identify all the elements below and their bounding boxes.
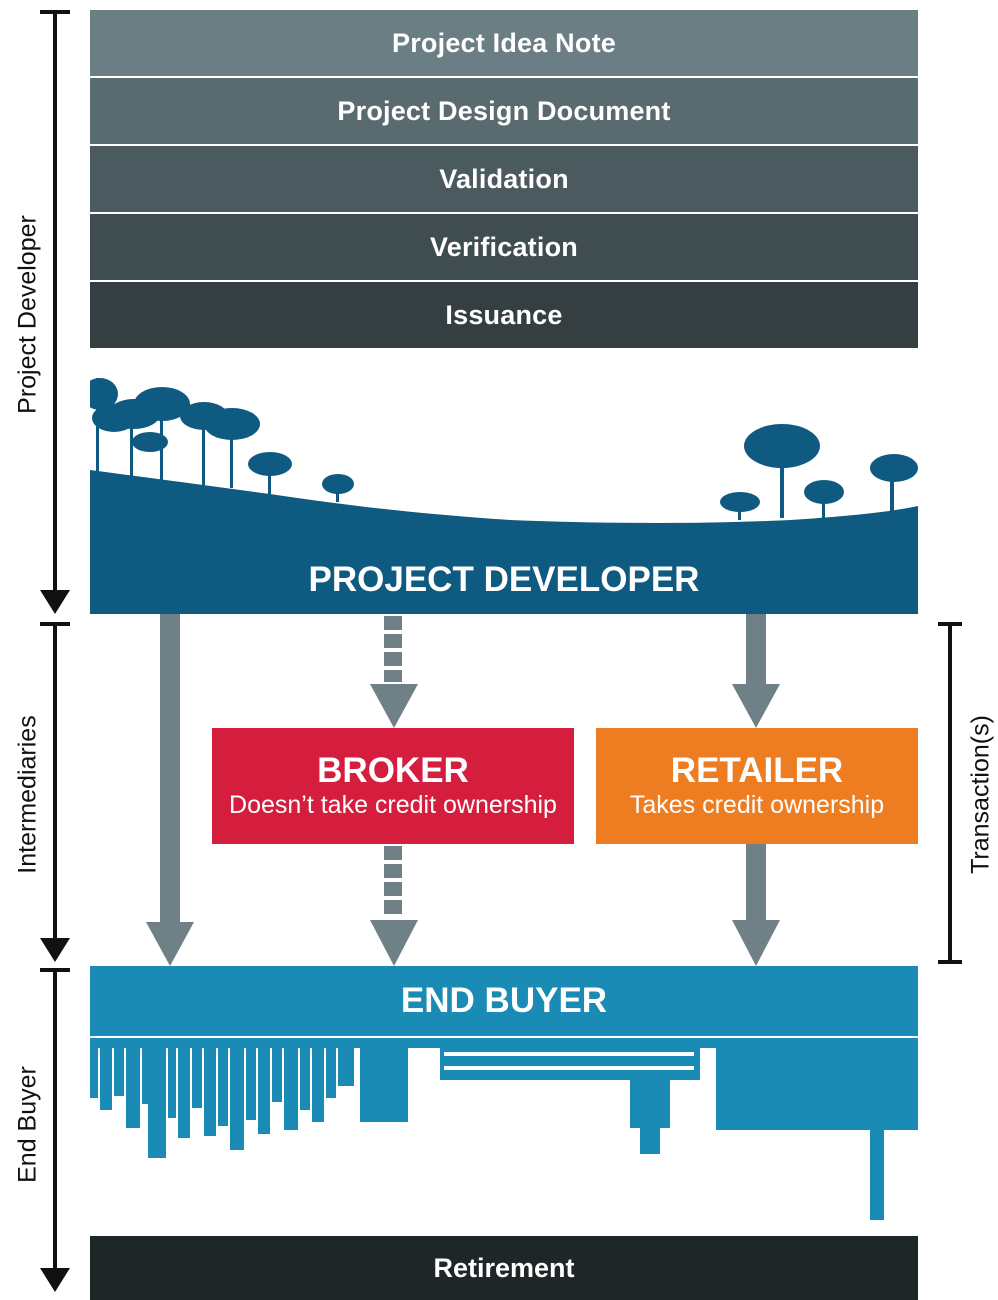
end-buyer-arrow-head: [40, 1268, 70, 1292]
intermediaries-arrow-head: [40, 938, 70, 962]
stage-project-design-document: Project Design Document: [90, 78, 918, 144]
retailer-subtitle: Takes credit ownership: [629, 791, 885, 819]
project-developer-arrow-head: [40, 590, 70, 614]
broker-subtitle: Doesn’t take credit ownership: [229, 791, 557, 819]
stage-validation: Validation: [90, 146, 918, 212]
retailer-in-arrow-head: [732, 684, 780, 728]
project-developer-banner: PROJECT DEVELOPER: [90, 546, 918, 614]
axis-label-transactions: Transaction(s): [966, 715, 995, 874]
retirement-label: Retirement: [433, 1252, 575, 1283]
stage-label: Project Design Document: [337, 95, 671, 126]
axis-label-end-buyer: End Buyer: [13, 1066, 42, 1183]
stage-verification: Verification: [90, 214, 918, 280]
city-skyline-illustration: [90, 1038, 918, 1220]
axis-label-project-developer: Project Developer: [13, 215, 42, 414]
end-buyer-banner: END BUYER: [90, 966, 918, 1036]
direct-arrow-head: [146, 922, 194, 966]
direct-arrow-shaft: [160, 614, 180, 924]
left-axis-arrows: [40, 10, 70, 1292]
retailer-box: RETAILER Takes credit ownership: [596, 728, 918, 844]
broker-title: BROKER: [317, 751, 469, 790]
stage-project-idea-note: Project Idea Note: [90, 10, 918, 76]
end-buyer-label: END BUYER: [400, 981, 608, 1020]
broker-box: BROKER Doesn’t take credit ownership: [212, 728, 574, 844]
retailer-out-arrow-head: [732, 920, 780, 966]
retailer-title: RETAILER: [670, 751, 844, 790]
stage-label: Project Idea Note: [392, 27, 616, 58]
stage-label: Validation: [439, 163, 569, 194]
axis-label-intermediaries: Intermediaries: [13, 715, 42, 874]
stage-label: Issuance: [445, 299, 563, 330]
stage-label: Verification: [430, 231, 578, 262]
retirement-bar: Retirement: [90, 1236, 918, 1300]
stage-issuance: Issuance: [90, 282, 918, 348]
broker-in-arrow-head: [370, 684, 418, 728]
broker-out-arrow-head: [370, 920, 418, 966]
landscape-illustration: [90, 378, 918, 548]
transactions-bracket: [938, 622, 962, 964]
project-developer-label: PROJECT DEVELOPER: [308, 560, 700, 599]
